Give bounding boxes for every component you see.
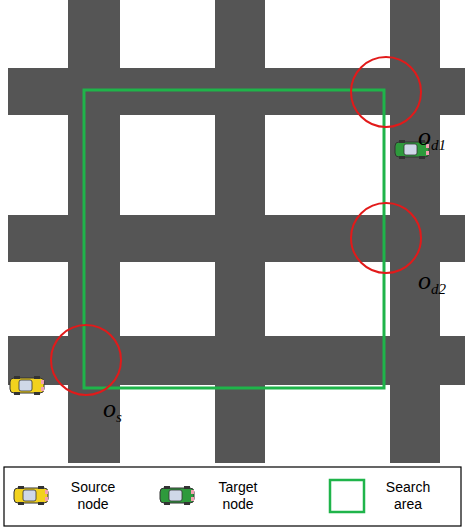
legend-target-car — [160, 486, 194, 505]
legend-text: Target node — [203, 479, 273, 513]
legend-box — [4, 467, 461, 526]
intersection-circles — [51, 57, 421, 395]
source-car — [10, 376, 44, 395]
legend-text: Source node — [58, 479, 128, 513]
node-label: os — [103, 396, 122, 425]
roads — [8, 0, 465, 463]
node-label: od1 — [418, 124, 446, 153]
legend-text: Search area — [373, 479, 443, 513]
legend-source-car — [14, 486, 48, 505]
legend-search-area — [330, 480, 364, 512]
search-area — [84, 90, 384, 388]
node-label: od2 — [418, 268, 446, 297]
